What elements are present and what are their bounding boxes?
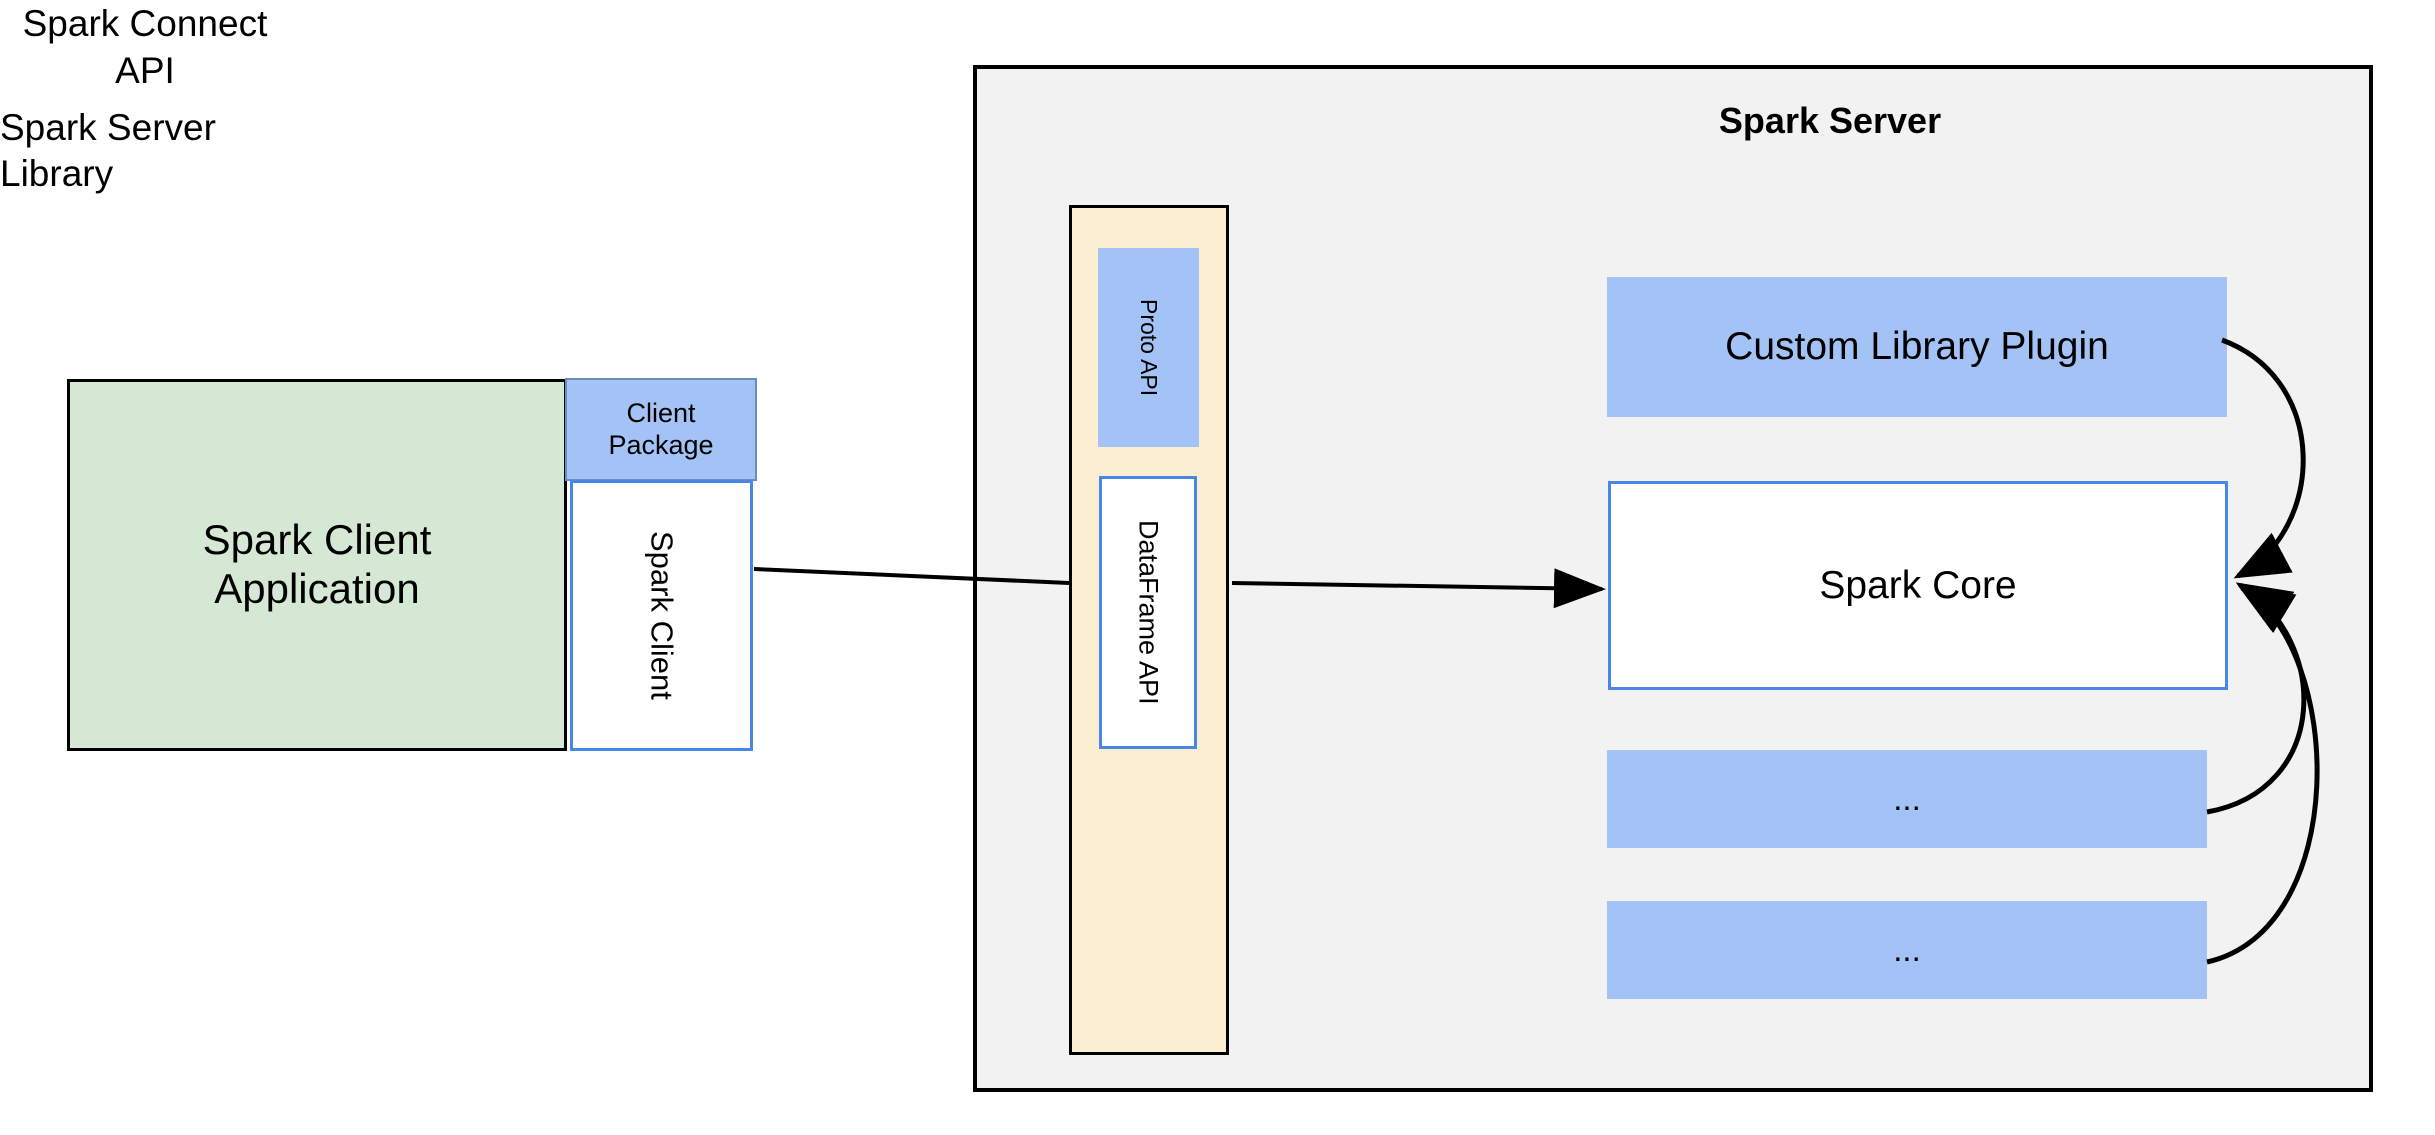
proto-api-label: Proto API (1135, 298, 1162, 397)
spark-client-application-box: Spark Client Application (67, 379, 567, 751)
ellipsis-box-1: ... (1607, 750, 2207, 848)
custom-library-plugin-box: Custom Library Plugin (1607, 277, 2227, 417)
spark-server-library-line-1: Spark Server (0, 107, 216, 148)
spark-client-box: Spark Client (570, 480, 753, 751)
client-app-line-1: Spark Client (202, 516, 432, 564)
client-app-line-2: Application (214, 565, 420, 612)
client-package-label: Client Package (608, 398, 713, 461)
dataframe-api-label: DataFrame API (1133, 520, 1164, 705)
spark-connect-api-line-2: API (115, 50, 175, 92)
spark-server-library-label: Spark Server Library (0, 105, 300, 205)
client-package-box: Client Package (565, 378, 757, 481)
ellipsis-label-1: ... (1893, 779, 1921, 817)
spark-server-library-line-2: Library (0, 153, 114, 195)
client-package-line-1: Client (626, 398, 696, 429)
ellipsis-box-2: ... (1607, 901, 2207, 999)
custom-library-plugin-label: Custom Library Plugin (1725, 325, 2109, 369)
spark-connect-api-line-1: Spark Connect (22, 3, 268, 44)
client-package-line-2: Package (608, 429, 714, 460)
proto-api-box: Proto API (1098, 248, 1199, 447)
spark-server-title: Spark Server (1718, 100, 1942, 142)
spark-core-label: Spark Core (1819, 563, 2017, 607)
ellipsis-label-2: ... (1893, 930, 1921, 968)
spark-client-label: Spark Client (644, 531, 680, 700)
spark-connect-api-label: Spark Connect API (0, 0, 290, 105)
spark-core-box: Spark Core (1608, 481, 2228, 690)
spark-client-application-label: Spark Client Application (203, 516, 432, 613)
dataframe-api-box: DataFrame API (1099, 476, 1197, 749)
